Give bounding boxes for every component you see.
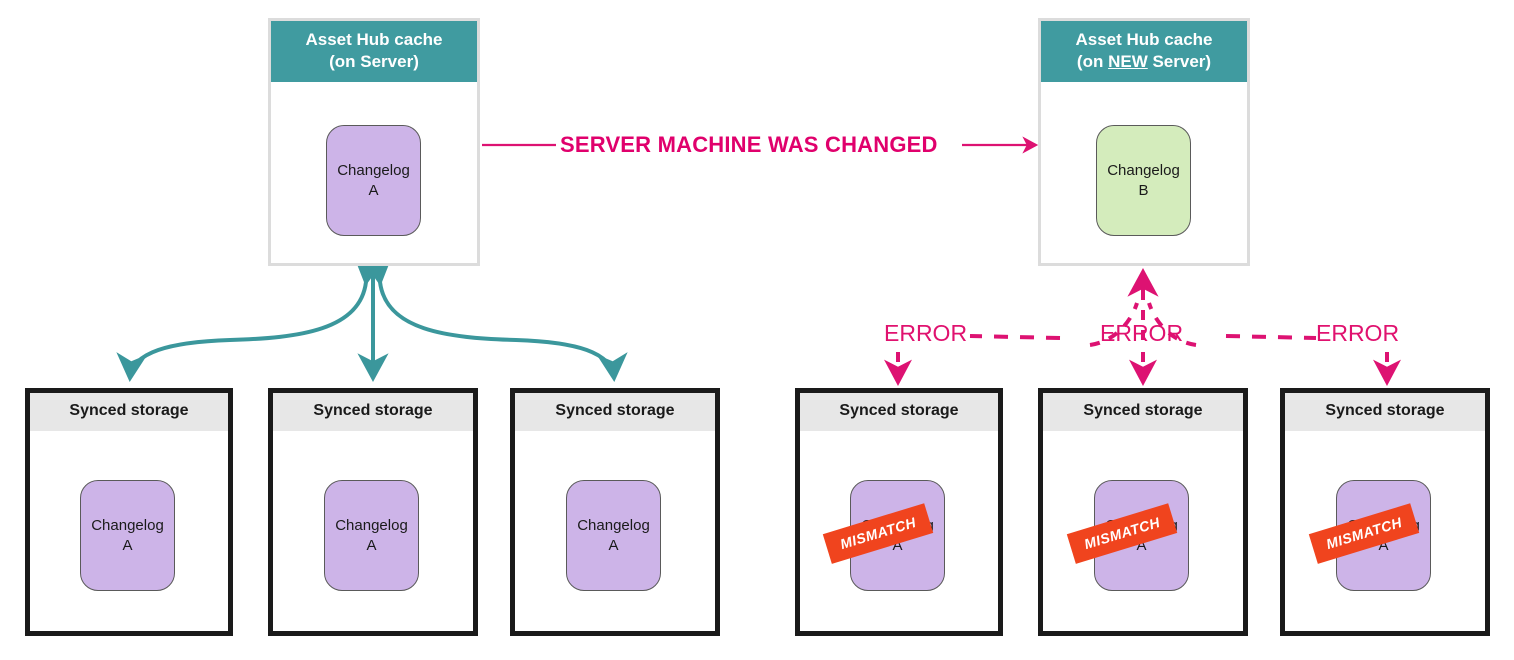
teal-connectors: [116, 253, 628, 383]
hub-header-old: Asset Hub cache (on Server): [271, 21, 477, 82]
error-label-right: ERROR: [1316, 320, 1400, 346]
chip-line2: A: [608, 536, 619, 554]
synced-storage-left-2[interactable]: Synced storage Changelog A: [268, 388, 478, 636]
storage-body: Changelog A MISMATCH: [1285, 431, 1485, 631]
synced-storage-right-1[interactable]: Synced storage Changelog A MISMATCH: [795, 388, 1003, 636]
chip-line2: A: [368, 181, 379, 199]
storage-body: Changelog A MISMATCH: [1043, 431, 1243, 631]
changelog-chip-hub-old[interactable]: Changelog A: [326, 125, 421, 236]
storage-body: Changelog A: [273, 431, 473, 631]
hub-title-line1: Asset Hub cache: [305, 30, 443, 49]
changelog-chip[interactable]: Changelog A: [324, 480, 419, 591]
synced-storage-left-1[interactable]: Synced storage Changelog A: [25, 388, 233, 636]
chip-line1: Changelog: [1107, 161, 1180, 179]
chip-line2: A: [1136, 536, 1147, 554]
chip-line1: Changelog: [335, 516, 408, 534]
chip-line1: Changelog: [337, 161, 410, 179]
storage-header: Synced storage: [273, 393, 473, 431]
chip-line1: Changelog: [577, 516, 650, 534]
chip-line1: Changelog: [91, 516, 164, 534]
hub-title-line1: Asset Hub cache: [1075, 30, 1213, 49]
storage-body: Changelog A: [30, 431, 228, 631]
hub-title-line2-pre: (on: [1076, 52, 1109, 71]
hub-title-line2-post: Server): [1147, 52, 1212, 71]
hub-body-new: Changelog B: [1041, 82, 1247, 262]
changelog-chip[interactable]: Changelog A: [80, 480, 175, 591]
hub-title-line2-pre: (on: [329, 52, 361, 71]
storage-header: Synced storage: [800, 393, 998, 431]
hub-header-new: Asset Hub cache (on NEW Server): [1041, 21, 1247, 82]
chip-line2: A: [366, 536, 377, 554]
chip-line2: A: [892, 536, 903, 554]
error-label-center: ERROR: [1100, 320, 1184, 346]
asset-hub-cache-new-server[interactable]: Asset Hub cache (on NEW Server) Changelo…: [1038, 18, 1250, 266]
hub-title-line2-post: Server): [360, 52, 419, 71]
synced-storage-right-2[interactable]: Synced storage Changelog A MISMATCH: [1038, 388, 1248, 636]
chip-line2: A: [122, 536, 133, 554]
hub-title-line2-em: NEW: [1108, 52, 1148, 71]
storage-header: Synced storage: [1043, 393, 1243, 431]
error-label-left: ERROR: [884, 320, 968, 346]
synced-storage-left-3[interactable]: Synced storage Changelog A: [510, 388, 720, 636]
changelog-chip-hub-new[interactable]: Changelog B: [1096, 125, 1191, 236]
changelog-chip[interactable]: Changelog A: [566, 480, 661, 591]
synced-storage-right-3[interactable]: Synced storage Changelog A MISMATCH: [1280, 388, 1490, 636]
banner-label: SERVER MACHINE WAS CHANGED: [560, 132, 938, 157]
storage-body: Changelog A: [515, 431, 715, 631]
storage-header: Synced storage: [515, 393, 715, 431]
storage-body: Changelog A MISMATCH: [800, 431, 998, 631]
hub-body-old: Changelog A: [271, 82, 477, 262]
chip-line2: A: [1378, 536, 1389, 554]
asset-hub-cache-old-server[interactable]: Asset Hub cache (on Server) Changelog A: [268, 18, 480, 266]
storage-header: Synced storage: [30, 393, 228, 431]
storage-header: Synced storage: [1285, 393, 1485, 431]
chip-line2: B: [1138, 181, 1149, 199]
